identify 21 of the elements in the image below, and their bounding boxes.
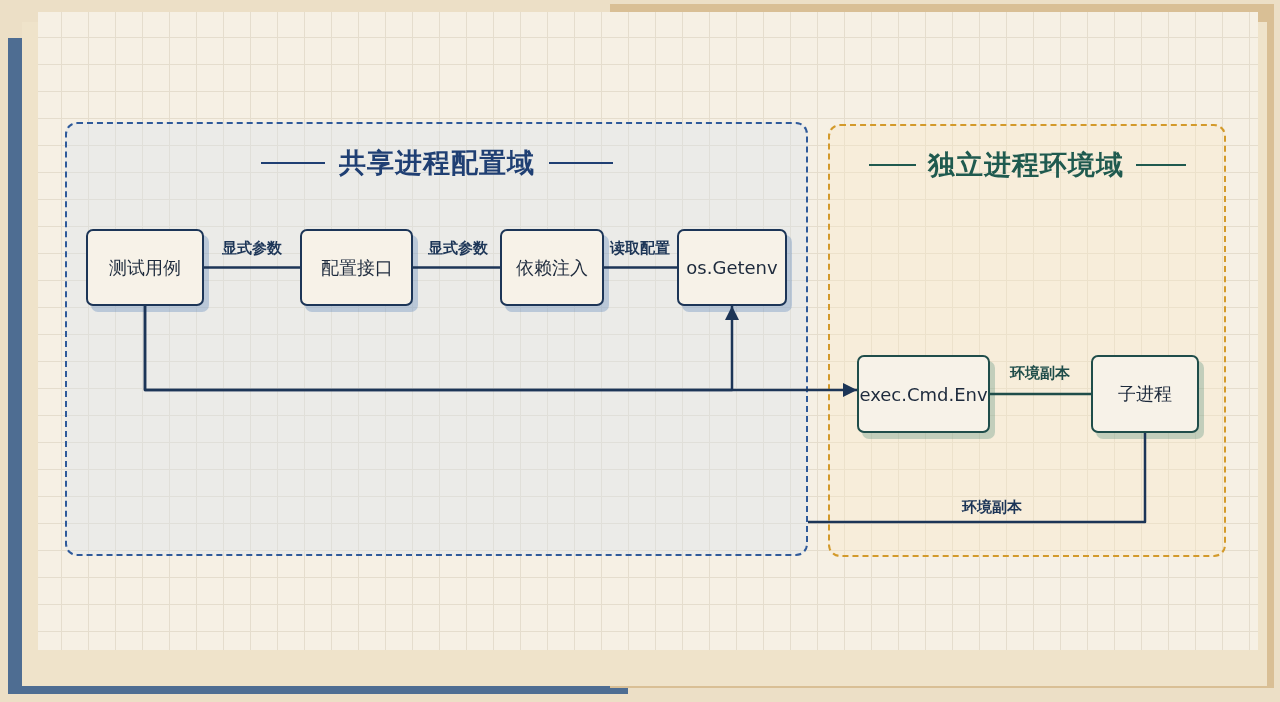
edge-label: 环境副本 [962, 498, 1022, 516]
process-box: os.Getenv [677, 229, 787, 306]
edge-label: 显式参数 [428, 239, 488, 257]
process-box: exec.Cmd.Env [857, 355, 990, 433]
dashed-group-box [828, 124, 1226, 557]
edge-label: 显式参数 [222, 239, 282, 257]
edge-label: 读取配置 [610, 239, 670, 257]
connector-line [413, 266, 500, 269]
dashed-group-box [65, 122, 808, 556]
group-title: 共享进程配置域 [338, 146, 535, 180]
arrow [143, 306, 857, 397]
process-box: 配置接口 [300, 229, 413, 306]
connector-line [990, 392, 1091, 396]
connector-line [204, 266, 300, 269]
process-box: 依赖注入 [500, 229, 604, 306]
connector-line [808, 433, 1147, 524]
edge-label: 环境副本 [1010, 364, 1070, 382]
process-box: 子进程 [1091, 355, 1199, 433]
connector-line [604, 266, 677, 269]
group-title: 独立进程环境域 [927, 148, 1124, 182]
process-box: 测试用例 [86, 229, 204, 306]
